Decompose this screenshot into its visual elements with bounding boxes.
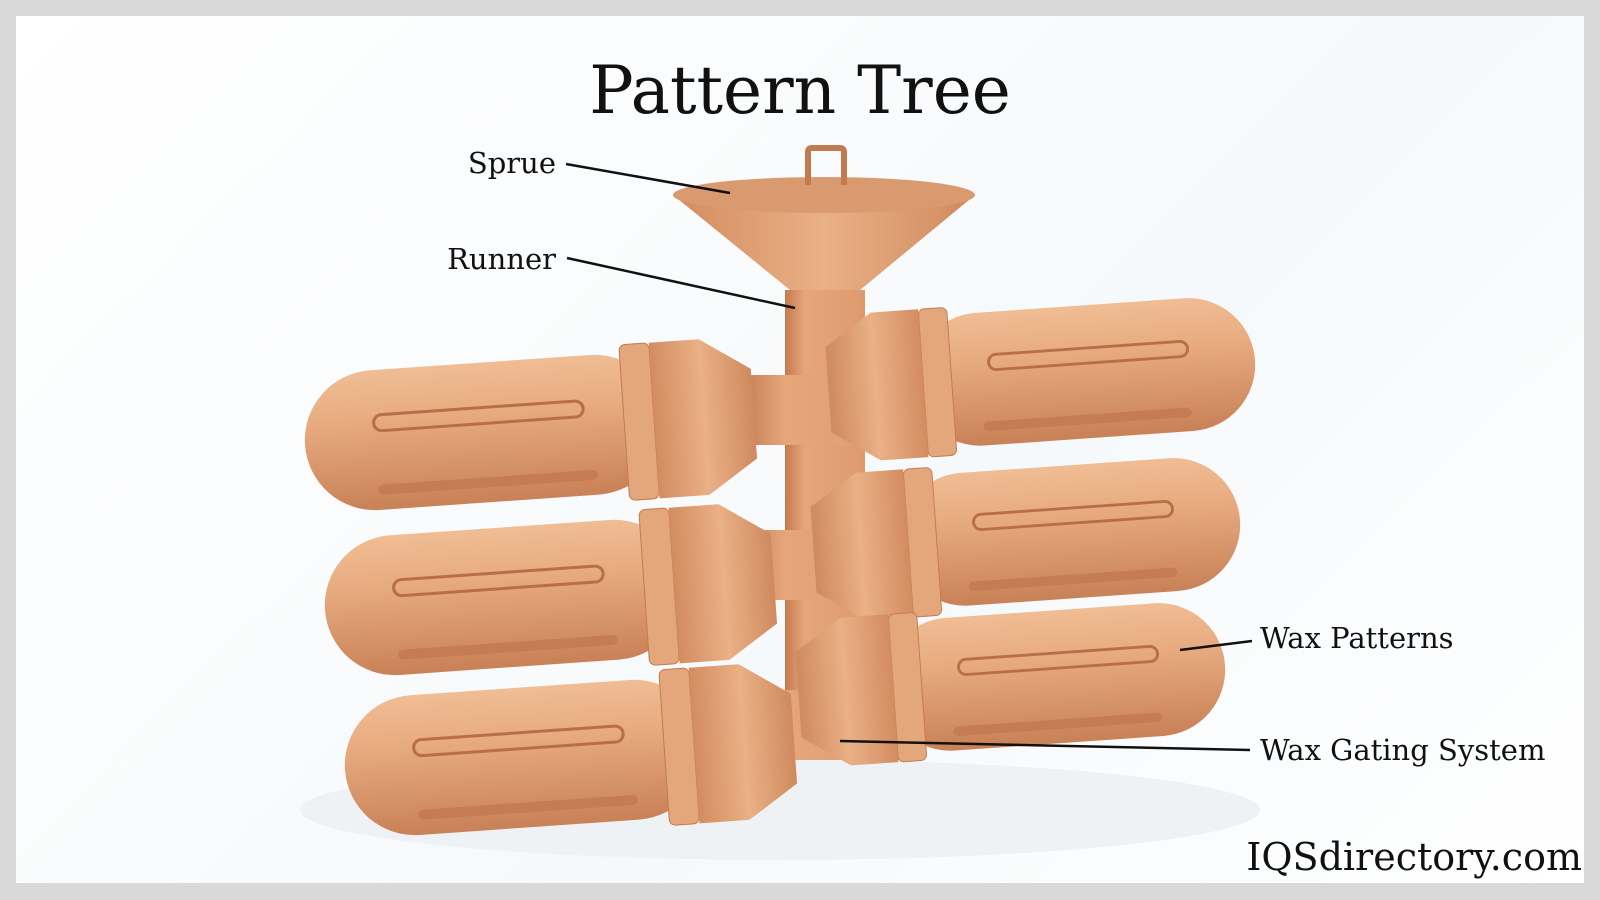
wax-pattern-right-2 (806, 444, 1247, 626)
diagram-title: Pattern Tree (589, 52, 1011, 129)
sprue-funnel (673, 145, 975, 290)
wax-pattern-right-1 (821, 284, 1262, 466)
wax-pattern-left-1 (298, 334, 761, 525)
wax-pattern-left-2 (318, 499, 781, 690)
label-wax-patterns: Wax Patterns (1260, 621, 1454, 655)
label-runner: Runner (447, 242, 556, 276)
leader-lines (565, 162, 1253, 752)
label-sprue: Sprue (468, 146, 556, 180)
label-wax-gating-system: Wax Gating System (1260, 733, 1545, 767)
wax-pattern-left-3 (338, 659, 801, 850)
brand-watermark: IQSdirectory.com (1246, 835, 1582, 879)
